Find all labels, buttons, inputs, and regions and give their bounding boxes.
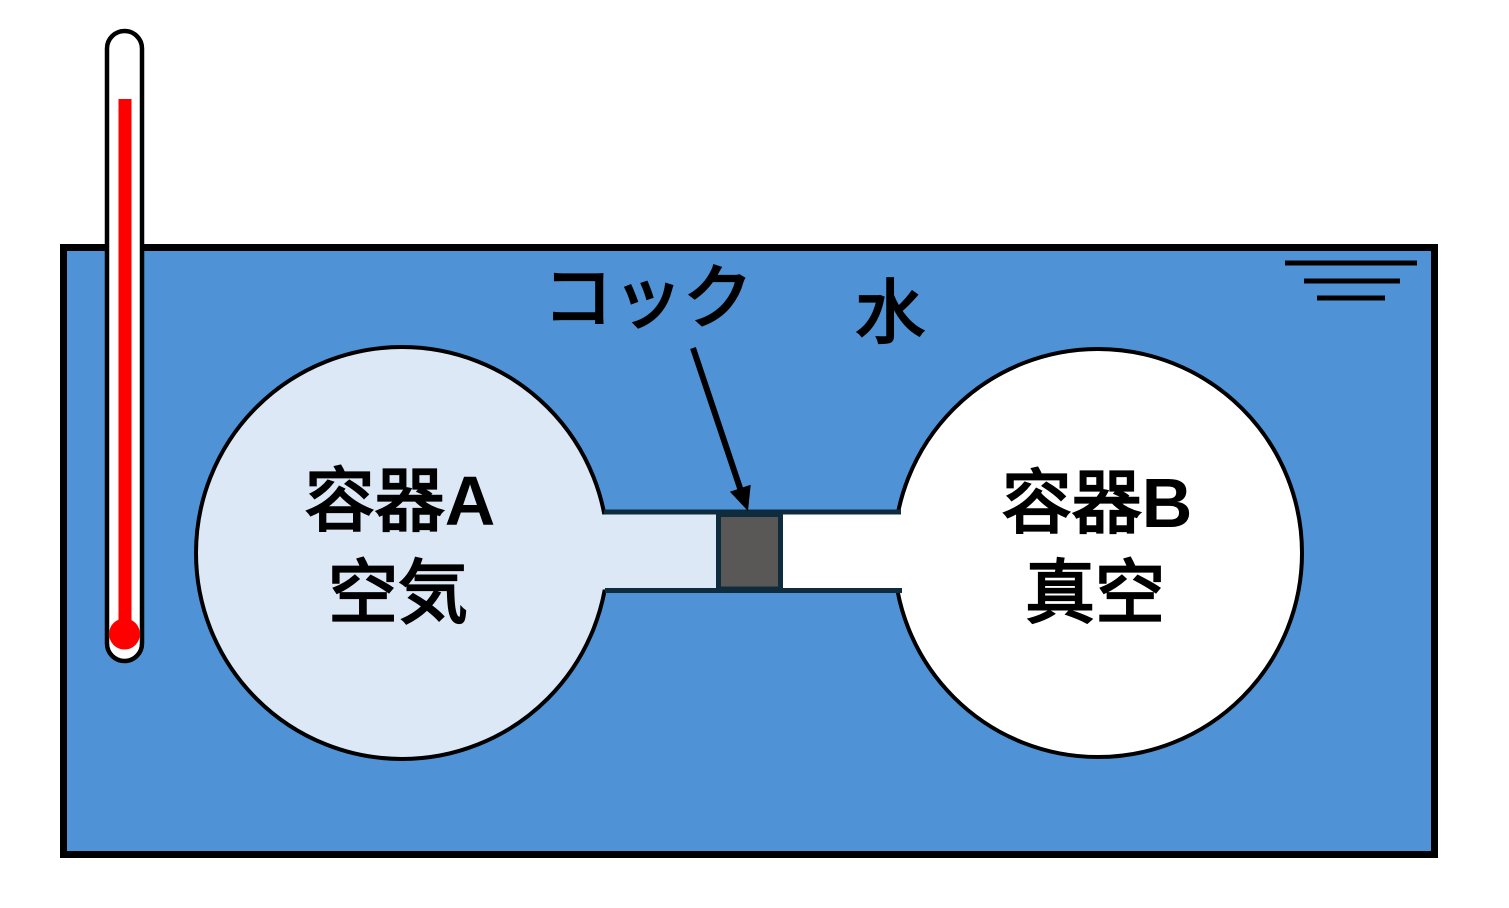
container-a-content: 空気 [328, 554, 468, 632]
container-a-title: 容器A [305, 462, 496, 540]
thermometer [104, 28, 145, 664]
cock-label: コック [543, 259, 753, 337]
thermometer-bulb [109, 618, 140, 650]
thermometer-liquid-column [118, 99, 132, 630]
container-b-content: 真空 [1025, 554, 1165, 632]
container-a-circle [194, 345, 610, 761]
cock-valve [716, 512, 783, 592]
cock-arrow-head [729, 484, 751, 511]
container-b-circle [892, 347, 1304, 759]
cock-arrow [690, 347, 751, 511]
container-b-title: 容器B [1002, 464, 1193, 542]
water-label: 水 [855, 274, 926, 352]
cock-arrow-line [690, 347, 745, 495]
water-surface-icon [1285, 260, 1417, 301]
